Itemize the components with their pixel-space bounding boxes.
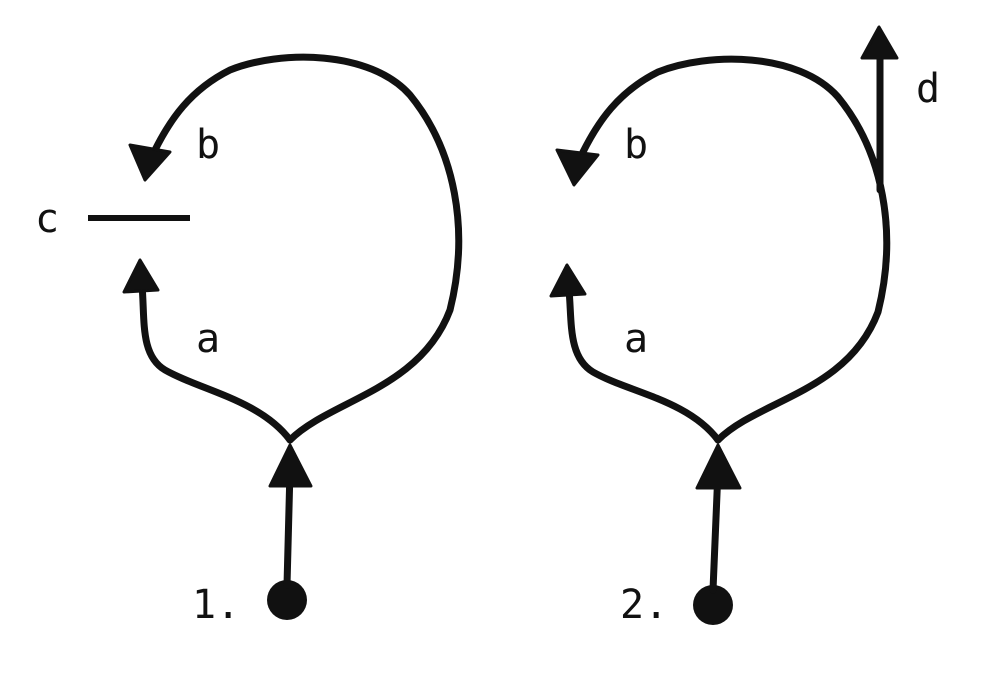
branch-a-arrowhead	[549, 263, 587, 298]
label-a: a	[196, 316, 220, 362]
stem-arrowhead	[268, 443, 313, 488]
branch-a-arrowhead	[122, 258, 160, 294]
branch-a	[565, 286, 722, 444]
diagram-number: 2.	[620, 582, 668, 628]
start-node	[693, 585, 733, 625]
label-d: d	[916, 66, 940, 112]
stem-edge	[283, 466, 294, 589]
branch-b-arrowhead	[555, 148, 600, 187]
branch-a	[138, 281, 294, 444]
diagram-2: b a d 2.	[549, 25, 940, 628]
label-c: c	[35, 196, 59, 242]
diagram-number: 1.	[192, 582, 240, 628]
branch-b	[579, 55, 891, 444]
label-a: a	[624, 316, 648, 362]
stem-arrowhead	[695, 443, 742, 490]
branch-b-arrowhead	[128, 143, 172, 182]
label-b: b	[624, 122, 648, 168]
label-b: b	[196, 122, 220, 168]
stem-edge	[709, 466, 722, 594]
branch-d-arrowhead	[860, 25, 899, 60]
start-node	[267, 580, 307, 620]
diagram-1: b a c 1.	[35, 53, 463, 628]
branch-b	[151, 53, 463, 444]
